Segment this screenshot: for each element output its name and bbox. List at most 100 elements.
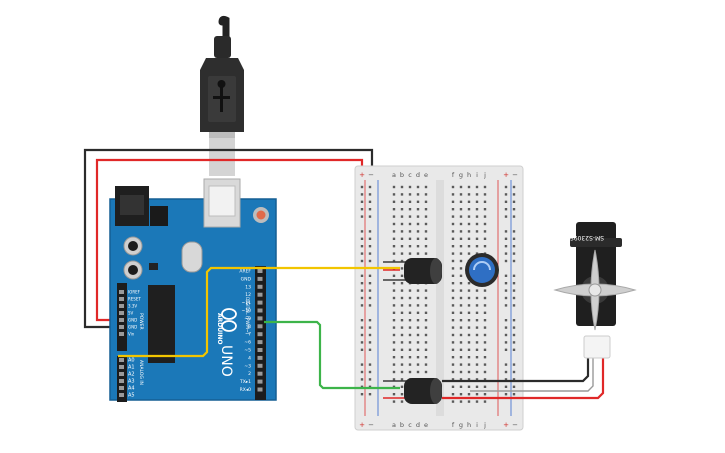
rail-hole[interactable] [504, 274, 508, 277]
breadboard-hole[interactable] [451, 296, 455, 300]
rail-hole[interactable] [368, 296, 372, 300]
digital-pin[interactable] [257, 355, 263, 360]
breadboard-hole[interactable] [451, 326, 455, 329]
breadboard-hole[interactable] [392, 296, 396, 300]
breadboard-hole[interactable] [408, 348, 412, 351]
breadboard-hole[interactable] [451, 215, 455, 218]
breadboard-hole[interactable] [400, 326, 404, 329]
breadboard-hole[interactable] [475, 237, 479, 240]
breadboard-hole[interactable] [400, 193, 404, 196]
breadboard-hole[interactable] [400, 237, 404, 240]
rail-hole[interactable] [512, 215, 516, 218]
breadboard-hole[interactable] [392, 208, 396, 211]
rail-hole[interactable] [504, 378, 508, 381]
breadboard-hole[interactable] [408, 200, 412, 203]
rail-hole[interactable] [504, 200, 508, 203]
breadboard-hole[interactable] [467, 363, 471, 366]
rail-hole[interactable] [368, 193, 372, 196]
breadboard-hole[interactable] [475, 208, 479, 211]
rail-hole[interactable] [504, 193, 508, 196]
rail-hole[interactable] [360, 370, 364, 374]
breadboard-hole[interactable] [392, 230, 396, 233]
rail-hole[interactable] [504, 230, 508, 233]
breadboard-hole[interactable] [459, 356, 463, 359]
breadboard-hole[interactable] [451, 200, 455, 203]
rail-hole[interactable] [360, 245, 364, 248]
rail-hole[interactable] [368, 370, 372, 374]
breadboard-hole[interactable] [459, 304, 463, 307]
breadboard-hole[interactable] [483, 326, 487, 329]
rail-hole[interactable] [368, 185, 372, 189]
power-pin[interactable] [119, 311, 124, 315]
rail-hole[interactable] [512, 230, 516, 233]
wire-yellow-signal[interactable] [118, 266, 400, 358]
breadboard-hole[interactable] [451, 356, 455, 359]
rail-hole[interactable] [360, 282, 364, 285]
breadboard-hole[interactable] [408, 319, 412, 322]
rail-hole[interactable] [368, 378, 372, 381]
breadboard-hole[interactable] [416, 200, 420, 203]
breadboard-hole[interactable] [467, 222, 471, 226]
breadboard-hole[interactable] [459, 363, 463, 366]
rail-hole[interactable] [368, 200, 372, 203]
breadboard-hole[interactable] [408, 222, 412, 226]
breadboard-hole[interactable] [392, 259, 396, 263]
breadboard-hole[interactable] [451, 245, 455, 248]
breadboard-hole[interactable] [400, 385, 404, 388]
rail-hole[interactable] [360, 193, 364, 196]
breadboard-hole[interactable] [392, 400, 396, 403]
rail-hole[interactable] [512, 385, 516, 388]
breadboard-hole[interactable] [451, 370, 455, 374]
digital-pin[interactable] [257, 308, 263, 313]
breadboard-hole[interactable] [467, 208, 471, 211]
breadboard-hole[interactable] [483, 215, 487, 218]
breadboard-hole[interactable] [400, 319, 404, 322]
breadboard-hole[interactable] [467, 215, 471, 218]
rail-hole[interactable] [368, 341, 372, 344]
rail-hole[interactable] [504, 370, 508, 374]
breadboard-hole[interactable] [392, 311, 396, 314]
rail-hole[interactable] [368, 215, 372, 218]
breadboard-hole[interactable] [416, 333, 420, 337]
breadboard-hole[interactable] [424, 356, 428, 359]
breadboard-hole[interactable] [475, 348, 479, 351]
breadboard-hole[interactable] [392, 378, 396, 381]
breadboard-hole[interactable] [467, 200, 471, 203]
breadboard-hole[interactable] [416, 208, 420, 211]
breadboard-hole[interactable] [483, 378, 487, 381]
breadboard-hole[interactable] [424, 333, 428, 337]
breadboard-hole[interactable] [483, 200, 487, 203]
digital-pin[interactable] [257, 316, 263, 321]
breadboard-hole[interactable] [416, 252, 420, 255]
breadboard-hole[interactable] [392, 341, 396, 344]
breadboard-hole[interactable] [408, 230, 412, 233]
breadboard-hole[interactable] [424, 185, 428, 189]
breadboard-hole[interactable] [416, 326, 420, 329]
breadboard-hole[interactable] [392, 237, 396, 240]
rail-hole[interactable] [360, 208, 364, 211]
power-pin[interactable] [119, 325, 124, 329]
breadboard-hole[interactable] [392, 274, 396, 277]
rail-hole[interactable] [368, 363, 372, 366]
rail-hole[interactable] [360, 185, 364, 189]
breadboard-hole[interactable] [483, 230, 487, 233]
breadboard-hole[interactable] [467, 296, 471, 300]
rail-hole[interactable] [368, 237, 372, 240]
breadboard-hole[interactable] [408, 363, 412, 366]
rail-hole[interactable] [504, 208, 508, 211]
rail-hole[interactable] [360, 252, 364, 255]
breadboard-hole[interactable] [483, 319, 487, 322]
breadboard-hole[interactable] [467, 333, 471, 337]
breadboard-hole[interactable] [392, 385, 396, 388]
breadboard-hole[interactable] [467, 193, 471, 196]
breadboard-hole[interactable] [459, 393, 463, 396]
rail-hole[interactable] [512, 237, 516, 240]
breadboard-hole[interactable] [400, 208, 404, 211]
breadboard-hole[interactable] [475, 185, 479, 189]
rail-hole[interactable] [368, 393, 372, 396]
breadboard-hole[interactable] [483, 341, 487, 344]
wire-green-pin9[interactable] [264, 320, 400, 390]
rail-hole[interactable] [512, 296, 516, 300]
breadboard-hole[interactable] [400, 296, 404, 300]
rail-hole[interactable] [504, 385, 508, 388]
